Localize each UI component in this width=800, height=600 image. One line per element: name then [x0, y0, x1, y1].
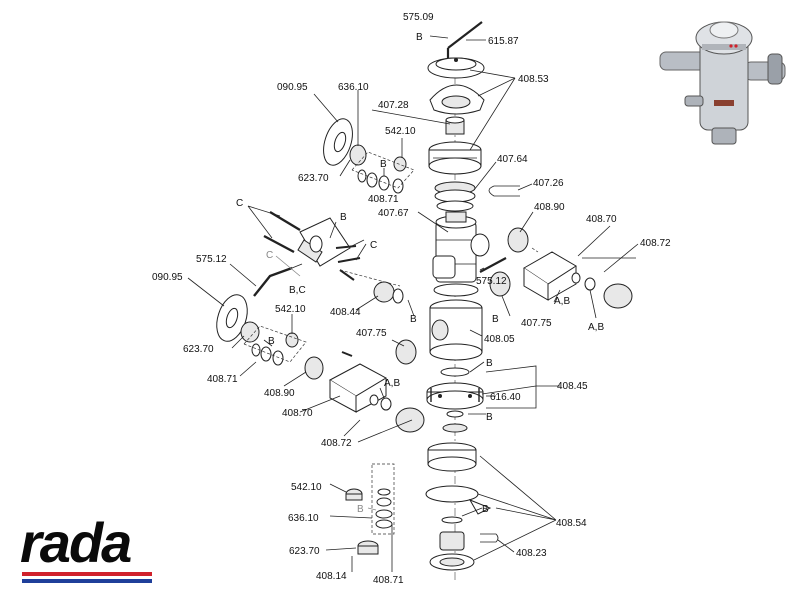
label-407-28: 407.28 [378, 100, 409, 111]
leader-lines [187, 35, 639, 572]
part-408-53-collar [428, 141, 482, 175]
part-408-90-left-strainer [304, 356, 324, 380]
label-408-45: 408.45 [557, 381, 588, 392]
label-b-top: B [416, 32, 423, 43]
part-575-12-left-key [253, 266, 293, 297]
rada-logo: rada [20, 511, 152, 583]
part-542-10-mid-cap [285, 332, 299, 348]
part-408-45-assembly [426, 367, 484, 433]
part-407-26-clip [488, 185, 520, 197]
part-408-54-assembly [425, 442, 492, 571]
label-408-72-right: 408.72 [640, 238, 671, 249]
label-407-75-right: 407.75 [521, 318, 552, 329]
part-623-70-bottom-nut [357, 540, 379, 555]
label-408-54: 408.54 [556, 518, 587, 529]
part-408-70-right-elbow [523, 251, 577, 301]
label-b-bracket: B [340, 212, 347, 223]
part-408-71-mid-seals [251, 343, 284, 366]
label-a-b-right-2: A,B [588, 322, 604, 333]
label-408-71-bottom: 408.71 [373, 575, 404, 586]
label-b-center-left: B [410, 314, 417, 325]
label-b-center-right: B [492, 314, 499, 325]
label-407-64: 407.64 [497, 154, 528, 165]
label-408-14: 408.14 [316, 571, 347, 582]
label-542-10-upper: 542.10 [385, 126, 416, 137]
label-c-key: C [266, 250, 273, 261]
label-b-c: B,C [289, 285, 306, 296]
label-b-mid-left: B [268, 336, 275, 347]
part-408-90-right-strainer [507, 227, 529, 253]
label-408-70-left: 408.70 [282, 408, 313, 419]
label-575-09: 575.09 [403, 12, 434, 23]
part-407-75-left-union [395, 339, 417, 365]
part-407-28-spindle [445, 116, 465, 135]
label-616-40: 616.40 [490, 392, 521, 403]
label-623-70-mid: 623.70 [183, 344, 214, 355]
label-575-12-left: 575.12 [196, 254, 227, 265]
label-636-10-upper: 636.10 [338, 82, 369, 93]
part-542-10-upper-cap [393, 156, 407, 172]
label-407-26: 407.26 [533, 178, 564, 189]
label-408-90-left: 408.90 [264, 388, 295, 399]
part-407-67-cartridge [432, 211, 490, 283]
label-623-70-bottom: 623.70 [289, 546, 320, 557]
part-408-53-knob [429, 84, 485, 115]
label-407-67: 407.67 [378, 208, 409, 219]
label-623-70-upper: 623.70 [298, 173, 329, 184]
label-408-70-right: 408.70 [586, 214, 617, 225]
label-090-95-upper: 090.95 [277, 82, 308, 93]
part-408-71-upper-seals [357, 169, 404, 194]
label-c-screws-top: C [236, 198, 243, 209]
label-542-10-mid: 542.10 [275, 304, 306, 315]
label-b-408-45-bottom: B [486, 412, 493, 423]
part-575-12-right-key [479, 257, 507, 273]
part-408-72-left-check [369, 394, 425, 433]
part-408-05-body [429, 299, 483, 361]
label-408-90-right: 408.90 [534, 202, 565, 213]
label-b-408-54: B [482, 504, 489, 515]
part-labels: 575.09 B 615.87 408.53 090.95 636.10 407… [152, 12, 671, 586]
part-090-95-lower-flange [216, 294, 248, 342]
label-408-44: 408.44 [330, 307, 361, 318]
label-636-10-bottom: 636.10 [288, 513, 319, 524]
label-408-05: 408.05 [484, 334, 515, 345]
part-407-75-right-union [489, 271, 511, 297]
label-407-75-left: 407.75 [356, 328, 387, 339]
label-a-b-left: A,B [384, 378, 400, 389]
label-408-23: 408.23 [516, 548, 547, 559]
part-636-10-upper-nut [349, 144, 367, 166]
label-615-87: 615.87 [488, 36, 519, 47]
part-407-64-ring [434, 181, 476, 212]
part-408-71-bottom-seals [375, 488, 393, 529]
label-408-53: 408.53 [518, 74, 549, 85]
part-408-44-seat [373, 281, 395, 303]
part-090-95-upper-flange [323, 118, 353, 166]
label-b-upper-left: B [380, 159, 387, 170]
part-575-09-hex-key [446, 21, 483, 58]
label-b-bottom-left: B [357, 504, 364, 515]
label-b-408-45-top: B [486, 358, 493, 369]
label-575-12-right: 575.12 [476, 276, 507, 287]
part-408-70-left-elbow [328, 363, 388, 413]
label-408-72-left: 408.72 [321, 438, 352, 449]
label-a-b-right-1: A,B [554, 296, 570, 307]
label-090-95-lower: 090.95 [152, 272, 183, 283]
part-408-72-right-check [571, 272, 633, 309]
part-623-70-lower-nut [240, 321, 260, 343]
part-c-screws-and-bracket [263, 210, 361, 281]
part-542-10-bottom-cap [345, 488, 363, 501]
label-542-10-bottom: 542.10 [291, 482, 322, 493]
product-thumbnail-image [659, 21, 786, 145]
brand-logo-text: rada [20, 511, 131, 574]
label-c-screws-right: C [370, 240, 377, 251]
label-408-71-upper: 408.71 [368, 194, 399, 205]
label-408-71-mid: 408.71 [207, 374, 238, 385]
